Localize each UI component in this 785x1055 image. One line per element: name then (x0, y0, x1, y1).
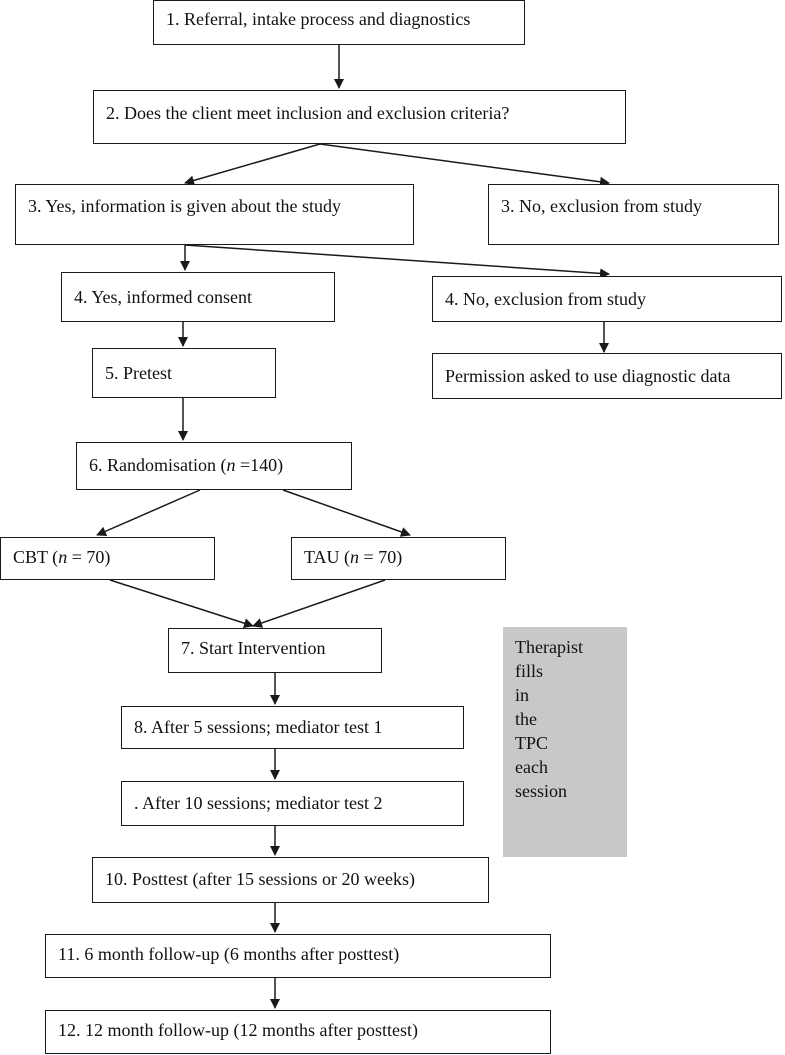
step-9-label: . After 10 sessions; mediator test 2 (134, 793, 383, 813)
note-line: each (515, 757, 548, 777)
cbt-label: CBT (n = 70) (13, 547, 111, 567)
arrow-cbt-to-7 (109, 579, 254, 629)
step-4-yes-consent: 4. Yes, informed consent (61, 272, 335, 322)
step-1-referral: 1. Referral, intake process and diagnost… (153, 0, 525, 45)
step-10-label: 10. Posttest (after 15 sessions or 20 we… (105, 869, 415, 889)
step-5-label: 5. Pretest (105, 363, 172, 383)
step-11-label: 11. 6 month follow-up (6 months after po… (58, 944, 400, 964)
tau-label: TAU (n = 70) (304, 547, 403, 567)
step-4-no-label: 4. No, exclusion from study (445, 289, 646, 309)
step-4-no-exclusion: 4. No, exclusion from study (432, 276, 782, 322)
note-line: Therapist (515, 637, 583, 657)
step-6-randomisation: 6. Randomisation (n =140) (76, 442, 352, 490)
permission-diagnostic-data: Permission asked to use diagnostic data (432, 353, 782, 399)
step-2-label: 2. Does the client meet inclusion and ex… (106, 103, 510, 123)
note-line: TPC (515, 733, 549, 753)
step-8-mediator-test-1: 8. After 5 sessions; mediator test 1 (121, 706, 464, 749)
arrow-6-to-tau (282, 489, 411, 537)
step-12-label: 12. 12 month follow-up (12 months after … (58, 1020, 418, 1040)
arrow-2-to-3no (319, 143, 610, 187)
permission-label: Permission asked to use diagnostic data (445, 366, 731, 386)
step-8-label: 8. After 5 sessions; mediator test 1 (134, 717, 383, 737)
step-2-criteria-question: 2. Does the client meet inclusion and ex… (93, 90, 626, 144)
step-3-no-exclusion: 3. No, exclusion from study (488, 184, 779, 245)
step-3-no-label: 3. No, exclusion from study (501, 196, 702, 216)
step-6-label: 6. Randomisation (n =140) (89, 455, 284, 475)
arrow-2-to-3yes (184, 143, 321, 186)
cbt-arm: CBT (n = 70) (0, 537, 215, 580)
step-7-label: 7. Start Intervention (181, 638, 326, 658)
step-11-6-month-followup: 11. 6 month follow-up (6 months after po… (45, 934, 551, 978)
note-line: the (515, 709, 537, 729)
step-9-mediator-test-2: . After 10 sessions; mediator test 2 (121, 781, 464, 826)
therapist-tpc-note: Therapist fills in the TPC each session (503, 627, 627, 857)
note-line: session (515, 781, 568, 801)
note-line: fills (515, 661, 544, 681)
step-12-12-month-followup: 12. 12 month follow-up (12 months after … (45, 1010, 551, 1054)
note-line: in (515, 685, 530, 705)
tau-arm: TAU (n = 70) (291, 537, 506, 580)
step-7-start-intervention: 7. Start Intervention (168, 628, 382, 673)
step-10-posttest: 10. Posttest (after 15 sessions or 20 we… (92, 857, 489, 903)
step-5-pretest: 5. Pretest (92, 348, 276, 398)
arrow-tau-to-7 (252, 579, 386, 628)
arrow-3-to-4no (184, 244, 610, 279)
step-4-yes-label: 4. Yes, informed consent (74, 287, 252, 307)
step-3-yes-label: 3. Yes, information is given about the s… (28, 196, 341, 216)
step-1-label: 1. Referral, intake process and diagnost… (166, 9, 471, 29)
step-3-yes-information: 3. Yes, information is given about the s… (15, 184, 414, 245)
arrow-6-to-cbt (96, 489, 201, 536)
